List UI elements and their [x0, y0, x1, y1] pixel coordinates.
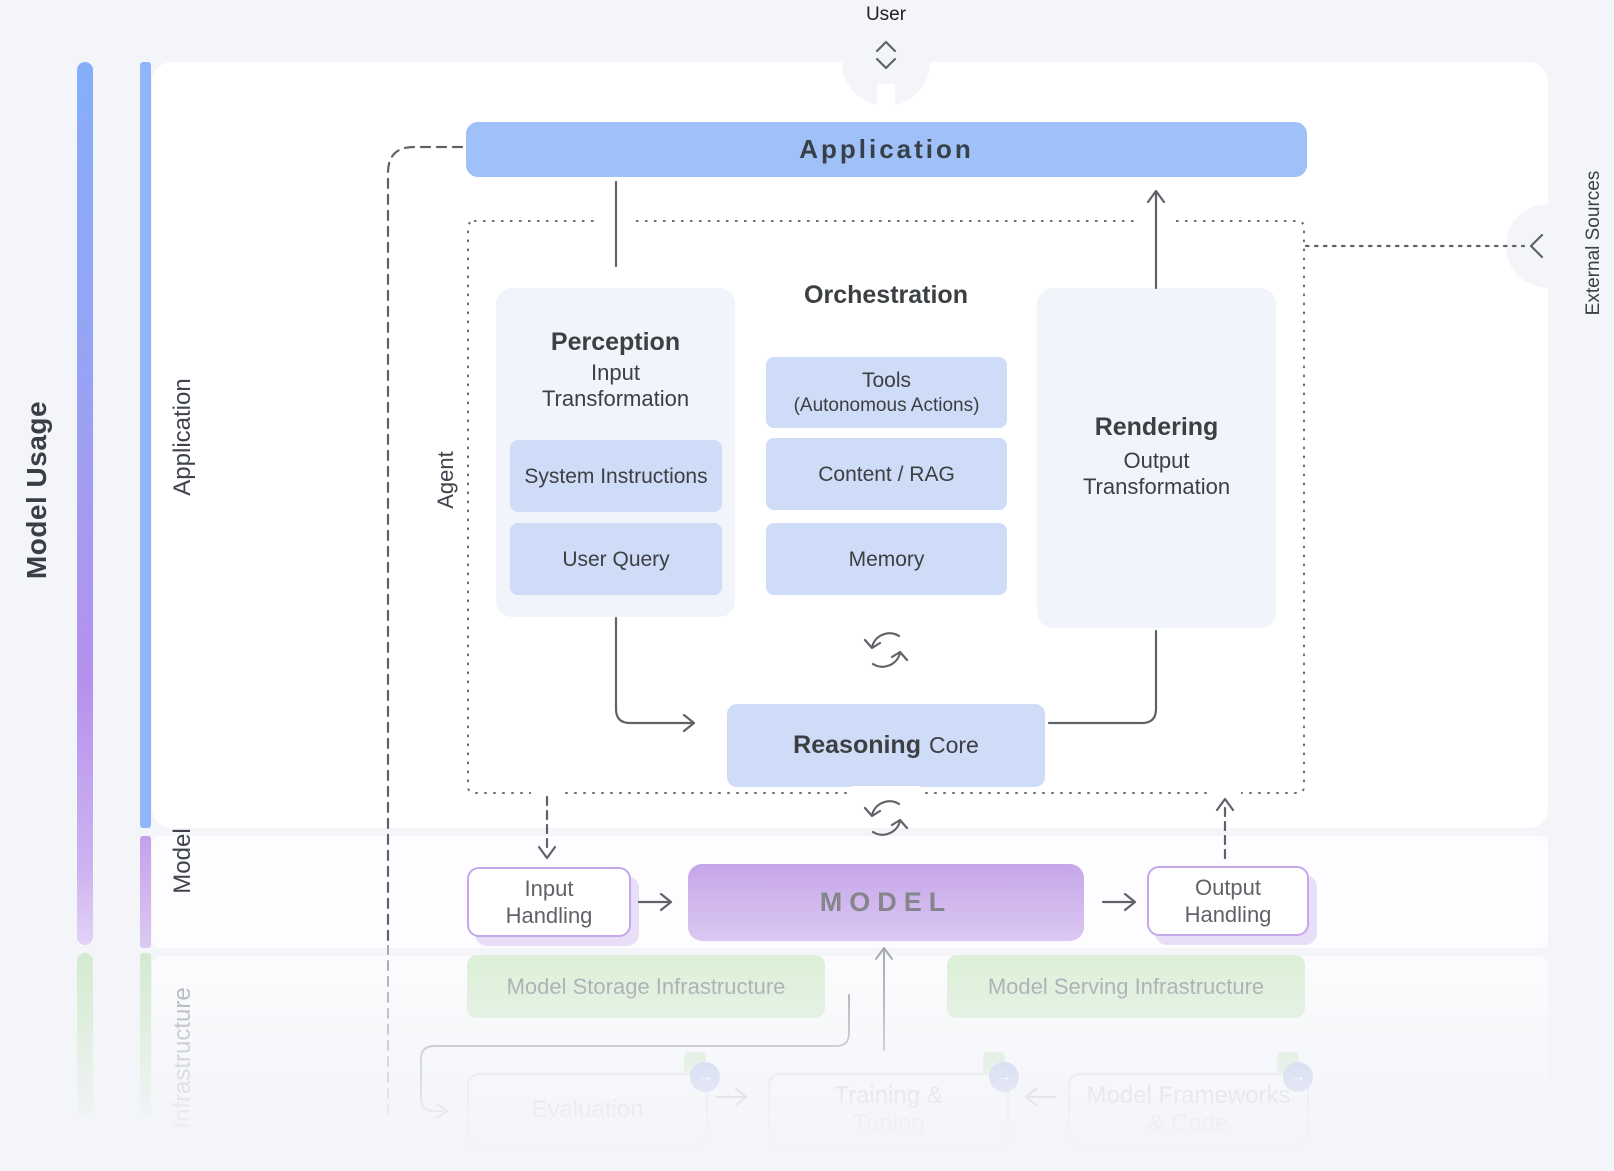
- training-tuning-box: Training & Tuning: [768, 1073, 1009, 1147]
- model-usage-rail: [77, 62, 93, 945]
- user-connector-stem: [877, 84, 895, 124]
- frameworks-cycle-badge-icon: →: [1283, 1062, 1313, 1092]
- memory-chip: Memory: [766, 523, 1007, 595]
- user-query-chip: User Query: [510, 523, 722, 595]
- user-label: User: [865, 4, 907, 25]
- input-handling-box: Input Handling: [467, 867, 631, 937]
- training-line2: Tuning: [852, 1110, 925, 1137]
- frameworks-line1: Model Frameworks: [1086, 1082, 1291, 1109]
- model-storage-infrastructure-box: Model Storage Infrastructure: [467, 955, 825, 1018]
- application-row-label: Application: [169, 378, 196, 496]
- tools-chip-line2: (Autonomous Actions): [793, 394, 980, 416]
- rendering-subtitle: Output Transformation: [1037, 448, 1276, 500]
- model-serving-infrastructure-box: Model Serving Infrastructure: [947, 955, 1305, 1018]
- rendering-title: Rendering: [1094, 413, 1219, 441]
- content-rag-chip: Content / RAG: [766, 438, 1007, 510]
- infrastructure-rail-outer: [77, 953, 93, 1115]
- infrastructure-row: Infrastructure Model Storage Infrastruct…: [0, 945, 1614, 1171]
- output-handling-line2: Handling: [1184, 902, 1272, 927]
- evaluation-box: Evaluation: [467, 1073, 708, 1147]
- input-handling-line1: Input: [524, 876, 574, 901]
- system-instructions-chip: System Instructions: [510, 440, 722, 512]
- infrastructure-rail-inner: [140, 953, 151, 1115]
- input-handling-line2: Handling: [505, 903, 593, 928]
- perception-subtitle-line1: Input: [591, 360, 640, 385]
- application-rail: [140, 62, 151, 828]
- orchestration-title: Orchestration: [804, 281, 968, 309]
- reasoning-core-bold: Reasoning: [793, 731, 921, 759]
- external-sources-label: External Sources: [1583, 170, 1604, 316]
- model-usage-label: Model Usage: [21, 400, 52, 580]
- rendering-subtitle-line2: Transformation: [1082, 474, 1231, 499]
- training-line1: Training &: [834, 1082, 943, 1109]
- training-cycle-badge-icon: →: [989, 1062, 1019, 1092]
- model-frameworks-box: Model Frameworks & Code: [1068, 1073, 1309, 1147]
- frameworks-line2: & Code: [1148, 1110, 1229, 1137]
- rendering-panel: Rendering Output Transformation: [1037, 288, 1276, 628]
- output-handling-box: Output Handling: [1147, 866, 1309, 936]
- model-rail: [140, 836, 151, 948]
- perception-subtitle-line2: Transformation: [541, 386, 690, 411]
- reasoning-core-box: Reasoning Core: [727, 704, 1045, 787]
- perception-panel: Perception Input Transformation System I…: [496, 288, 735, 617]
- model-box: MODEL: [688, 864, 1084, 941]
- application-bar: Application: [466, 122, 1307, 177]
- agent-label: Agent: [433, 451, 458, 509]
- perception-title: Perception: [550, 328, 681, 356]
- evaluation-cycle-badge-icon: →: [690, 1062, 720, 1092]
- external-sources-notch: [1506, 204, 1590, 288]
- tools-chip: Tools (Autonomous Actions): [766, 357, 1007, 428]
- tools-chip-line1: Tools: [861, 368, 912, 392]
- output-handling-line1: Output: [1194, 875, 1262, 900]
- perception-subtitle: Input Transformation: [496, 360, 735, 412]
- rendering-subtitle-line1: Output: [1123, 448, 1190, 473]
- reasoning-core-regular: Core: [928, 732, 979, 758]
- infrastructure-row-label: Infrastructure: [169, 987, 196, 1129]
